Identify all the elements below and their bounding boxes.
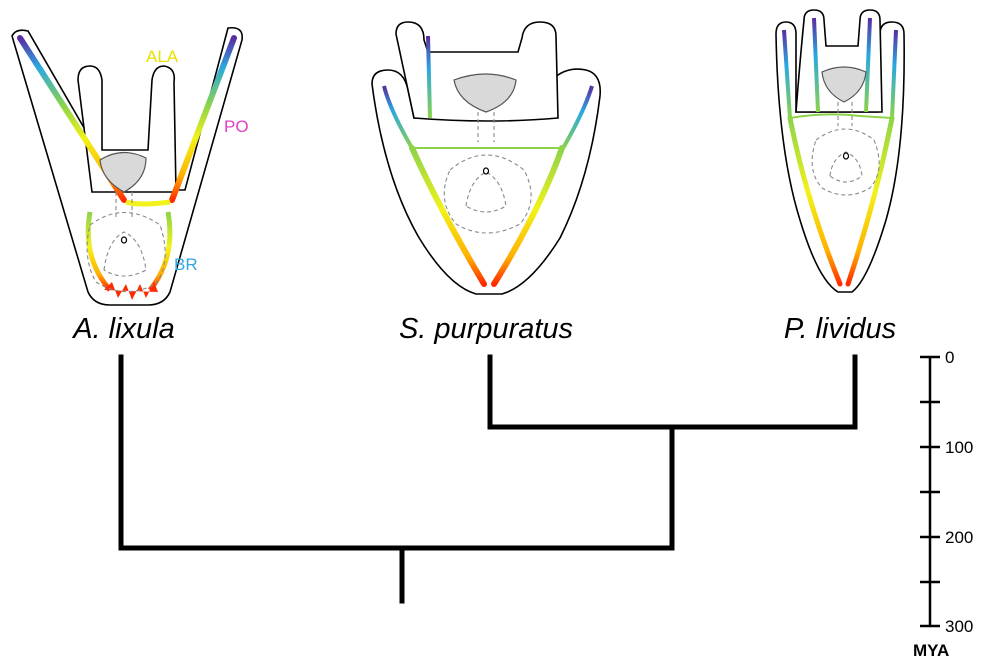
phylogenetic-tree xyxy=(118,354,858,604)
species-label-p-lividus: P. lividus xyxy=(784,313,896,345)
larva-s-purpuratus xyxy=(371,21,602,295)
ala-label: ALA xyxy=(146,47,179,66)
tick-label-200: 200 xyxy=(945,528,973,547)
tick-label-0: 0 xyxy=(945,348,954,367)
axis-unit-label: MYA xyxy=(913,641,949,660)
tick-label-100: 100 xyxy=(945,438,973,457)
species-label-s-purpuratus: S. purpuratus xyxy=(399,313,573,345)
larva-p-lividus xyxy=(775,9,905,293)
tick-label-300: 300 xyxy=(945,617,973,636)
br-label: BR xyxy=(174,255,198,274)
larva-a-lixula: ALA PO BR xyxy=(11,26,249,306)
time-scale: 0 100 200 300 MYA xyxy=(913,348,973,660)
po-label: PO xyxy=(224,117,249,136)
species-label-a-lixula: A. lixula xyxy=(71,313,175,345)
